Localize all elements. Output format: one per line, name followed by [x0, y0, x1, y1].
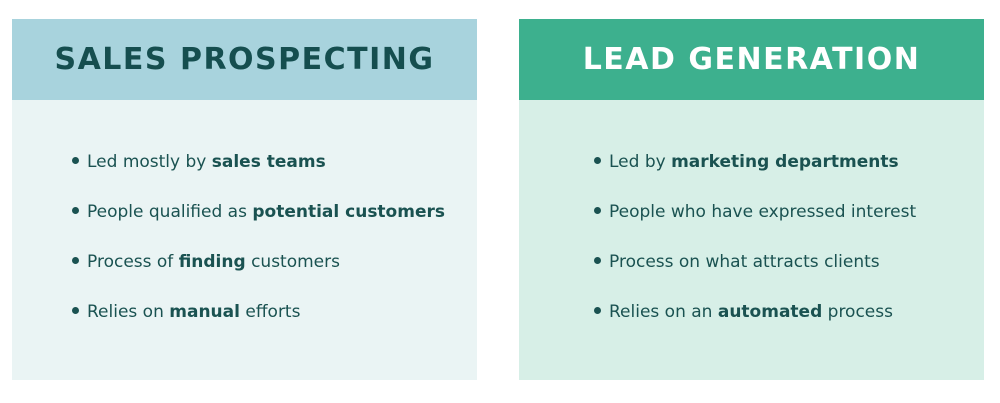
bullet-icon [72, 156, 79, 164]
list-item: Led by marketing departments [594, 147, 916, 197]
item-emphasis: potential customers [252, 202, 445, 222]
bullet-icon [72, 206, 79, 214]
bullet-icon [72, 306, 79, 314]
lead-generation-list: Led by marketing departments People who … [594, 147, 916, 347]
lead-generation-title: LEAD GENERATION [519, 19, 984, 100]
item-emphasis: finding [178, 252, 246, 272]
item-emphasis: sales teams [211, 152, 326, 172]
item-text-after: process [822, 302, 893, 322]
item-text: Relies on [87, 302, 170, 322]
list-item: People qualified as potential customers [72, 197, 445, 247]
bullet-icon [594, 306, 601, 314]
item-text: Process of [87, 252, 179, 272]
bullet-icon [594, 256, 601, 264]
item-text: Led by [609, 152, 672, 172]
sales-prospecting-card: SALES PROSPECTING Led mostly by sales te… [12, 19, 477, 380]
list-item: Relies on manual efforts [72, 297, 445, 347]
bullet-icon [594, 206, 601, 214]
item-text-after: customers [245, 252, 340, 272]
sales-prospecting-list: Led mostly by sales teams People qualifi… [72, 147, 445, 347]
item-text: Process on what attracts clients [609, 252, 880, 272]
list-item: People who have expressed interest [594, 197, 916, 247]
item-emphasis: manual [169, 302, 240, 322]
list-item: Process on what attracts clients [594, 247, 916, 297]
bullet-icon [72, 256, 79, 264]
item-text: People who have expressed interest [609, 202, 917, 222]
bullet-icon [594, 156, 601, 164]
item-text: Led mostly by [87, 152, 212, 172]
item-text: People qualified as [87, 202, 253, 222]
item-emphasis: automated [717, 302, 823, 322]
lead-generation-card: LEAD GENERATION Led by marketing departm… [519, 19, 984, 380]
item-emphasis: marketing departments [671, 152, 899, 172]
item-text-after: efforts [239, 302, 301, 322]
sales-prospecting-title: SALES PROSPECTING [12, 19, 477, 100]
list-item: Led mostly by sales teams [72, 147, 445, 197]
item-text: Relies on an [609, 302, 718, 322]
list-item: Relies on an automated process [594, 297, 916, 347]
list-item: Process of finding customers [72, 247, 445, 297]
